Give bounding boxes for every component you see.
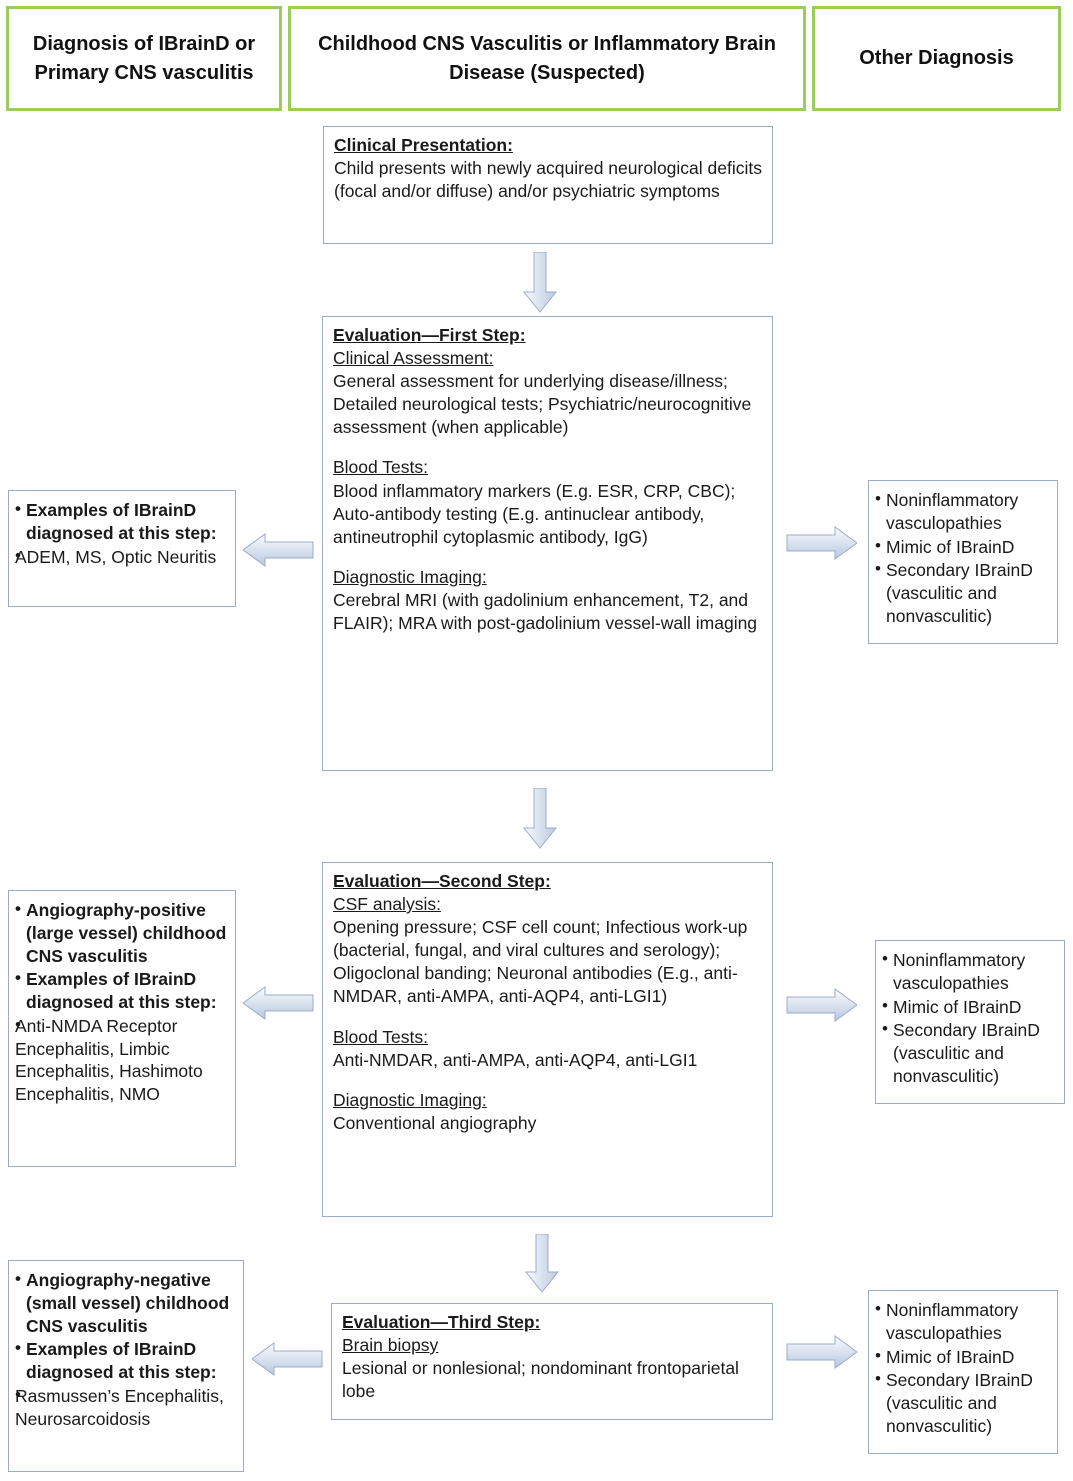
- list-item: Examples of IBrainD diagnosed at this st…: [15, 967, 229, 1014]
- right1-list: Noninflammatory vasculopathies Mimic of …: [875, 488, 1051, 628]
- step1-sub-diagnostic-imaging: Diagnostic Imaging:: [333, 566, 487, 587]
- spacer: [333, 1072, 763, 1089]
- left3-plain-text: Rasmussen’s Encephalitis, Neurosarcoidos…: [15, 1384, 237, 1431]
- list-item: Secondary IBrainD (vasculitic and nonvas…: [882, 1018, 1058, 1087]
- header-band: Diagnosis of IBrainD or Primary CNS vasc…: [6, 6, 1067, 111]
- right-outcome-box-step3: Noninflammatory vasculopathies Mimic of …: [868, 1290, 1058, 1454]
- right-outcome-box-step2: Noninflammatory vasculopathies Mimic of …: [875, 940, 1065, 1104]
- left-arrow-icon-step1: [243, 533, 314, 567]
- left-outcome-box-step3: Angiography-negative (small vessel) chil…: [8, 1260, 244, 1472]
- right-arrow-icon-step3: [786, 1335, 857, 1369]
- header-box-childhood-cns-vasculitis: Childhood CNS Vasculitis or Inflammatory…: [288, 6, 806, 111]
- left-outcome-box-step1: Examples of IBrainD diagnosed at this st…: [8, 490, 236, 607]
- spacer: [333, 439, 763, 456]
- step1-body-blood-tests: Blood inflammatory markers (E.g. ESR, CR…: [333, 480, 736, 547]
- list-item: Secondary IBrainD (vasculitic and nonvas…: [875, 558, 1051, 627]
- header-left-label: Diagnosis of IBrainD or Primary CNS vasc…: [17, 29, 271, 88]
- list-item: Noninflammatory vasculopathies: [882, 948, 1058, 995]
- header-box-other-diagnosis: Other Diagnosis: [812, 6, 1061, 111]
- down-arrow-icon-step2-to-step3: [524, 1234, 560, 1293]
- list-item: Noninflammatory vasculopathies: [875, 488, 1051, 535]
- list-item: Examples of IBrainD diagnosed at this st…: [15, 1337, 237, 1384]
- clinical-presentation-title: Clinical Presentation:: [334, 135, 513, 155]
- step1-sub-blood-tests: Blood Tests:: [333, 457, 429, 478]
- step2-body-diagnostic-imaging: Conventional angiography: [333, 1112, 537, 1133]
- header-box-diagnosis-ibraind: Diagnosis of IBrainD or Primary CNS vasc…: [6, 6, 282, 111]
- evaluation-first-step-box: Evaluation—First Step: Clinical Assessme…: [322, 316, 773, 771]
- clinical-presentation-text: Child presents with newly acquired neuro…: [334, 158, 762, 202]
- step2-sub-diagnostic-imaging: Diagnostic Imaging:: [333, 1089, 487, 1110]
- left1-plain-text: ADEM, MS, Optic Neuritis: [15, 545, 229, 569]
- step2-body-blood-tests: Anti-NMDAR, anti-AMPA, anti-AQP4, anti-L…: [333, 1049, 698, 1070]
- step2-sub-blood-tests: Blood Tests:: [333, 1026, 429, 1047]
- right2-list: Noninflammatory vasculopathies Mimic of …: [882, 948, 1058, 1088]
- clinical-presentation-box: Clinical Presentation: Child presents wi…: [323, 126, 773, 244]
- list-item: Mimic of IBrainD: [875, 1345, 1051, 1369]
- list-item: Mimic of IBrainD: [882, 995, 1058, 1019]
- evaluation-second-step-box: Evaluation—Second Step: CSF analysis: Op…: [322, 862, 773, 1217]
- left-arrow-icon-step3: [252, 1342, 323, 1376]
- left2-list: Angiography-positive (large vessel) chil…: [15, 898, 229, 1106]
- header-right-label: Other Diagnosis: [823, 43, 1050, 74]
- left-outcome-box-step2: Angiography-positive (large vessel) chil…: [8, 890, 236, 1167]
- list-item: Secondary IBrainD (vasculitic and nonvas…: [875, 1368, 1051, 1437]
- list-item: Angiography-negative (small vessel) chil…: [15, 1268, 237, 1337]
- list-item: Mimic of IBrainD: [875, 535, 1051, 559]
- list-item: Noninflammatory vasculopathies: [875, 1298, 1051, 1345]
- left2-plain-text: Anti-NMDA Receptor Encephalitis, Limbic …: [15, 1014, 229, 1106]
- step1-title: Evaluation—First Step:: [333, 325, 526, 345]
- step2-body-csf-analysis: Opening pressure; CSF cell count; Infect…: [333, 917, 748, 1007]
- step2-sub-csf-analysis: CSF analysis:: [333, 894, 441, 915]
- step1-body-diagnostic-imaging: Cerebral MRI (with gadolinium enhancemen…: [333, 589, 758, 634]
- down-arrow-icon-presentation-to-step1: [522, 252, 558, 313]
- step3-title: Evaluation—Third Step:: [342, 1312, 541, 1332]
- header-center-label: Childhood CNS Vasculitis or Inflammatory…: [299, 29, 795, 88]
- evaluation-third-step-box: Evaluation—Third Step: Brain biopsy Lesi…: [331, 1303, 773, 1420]
- right-arrow-icon-step1: [786, 526, 857, 560]
- right-arrow-icon-step2: [786, 988, 857, 1022]
- spacer: [333, 1009, 763, 1026]
- right-outcome-box-step1: Noninflammatory vasculopathies Mimic of …: [868, 480, 1058, 644]
- down-arrow-icon-step1-to-step2: [522, 788, 558, 849]
- step1-body-clinical-assessment: General assessment for underlying diseas…: [333, 371, 752, 438]
- step2-title: Evaluation—Second Step:: [333, 871, 551, 891]
- list-item: Angiography-positive (large vessel) chil…: [15, 898, 229, 967]
- right3-list: Noninflammatory vasculopathies Mimic of …: [875, 1298, 1051, 1438]
- step3-body-brain-biopsy: Lesional or nonlesional; nondominant fro…: [342, 1358, 739, 1402]
- step1-sub-clinical-assessment: Clinical Assessment:: [333, 348, 494, 369]
- left3-list: Angiography-negative (small vessel) chil…: [15, 1268, 237, 1431]
- list-item: Examples of IBrainD diagnosed at this st…: [15, 498, 229, 545]
- left1-list: Examples of IBrainD diagnosed at this st…: [15, 498, 229, 569]
- left-arrow-icon-step2: [243, 986, 314, 1020]
- spacer: [333, 549, 763, 566]
- step3-sub-brain-biopsy: Brain biopsy: [342, 1335, 439, 1356]
